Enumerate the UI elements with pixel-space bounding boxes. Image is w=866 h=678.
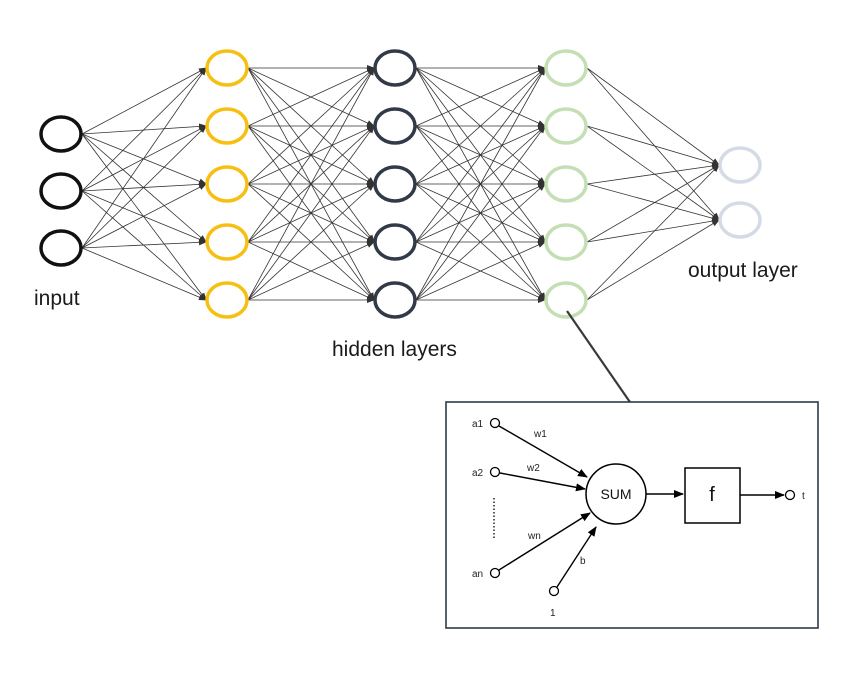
node-output-1 (718, 146, 762, 184)
edge-hidden-2-3-to-hidden-3-0 (415, 67, 546, 243)
node-hidden-1-3 (205, 165, 249, 203)
network-nodes (39, 49, 762, 319)
node-hidden-3-5 (544, 281, 588, 319)
edge-hidden-2-4-to-hidden-3-2 (415, 183, 546, 301)
edge-hidden-2-1-to-hidden-3-0 (415, 67, 546, 127)
edge-input-2-to-hidden-1-2 (81, 183, 207, 249)
edge-hidden-3-2-to-output-0 (586, 163, 720, 185)
node-hidden-2-5 (373, 281, 417, 319)
node-input-1 (39, 115, 83, 153)
output-label: t (802, 491, 805, 502)
node-hidden-1-4 (205, 223, 249, 261)
edge-hidden-1-4-to-hidden-2-1 (247, 125, 375, 301)
node-hidden-3-2 (544, 107, 588, 145)
connection-edges (81, 65, 720, 303)
edge-hidden-3-0-to-output-1 (586, 67, 720, 221)
input-label-a2: a2 (472, 468, 484, 479)
sum-label: SUM (600, 486, 631, 502)
edge-input-0-to-hidden-1-0 (81, 67, 207, 135)
weight-label-wn: wn (527, 531, 541, 542)
activation-label: f (709, 484, 715, 506)
hidden-layers-label: hidden layers (332, 338, 457, 361)
edge-hidden-1-4-to-hidden-2-3 (247, 241, 375, 301)
node-output-2 (718, 201, 762, 239)
edge-input-2-to-hidden-1-0 (81, 67, 207, 249)
node-hidden-2-3 (373, 165, 417, 203)
edge-hidden-3-2-to-output-1 (586, 183, 720, 222)
neuron-detail-panel: a1 a2 an 1 w1 w2 wn b SUM f t (445, 401, 819, 629)
edge-input-0-to-hidden-1-3 (81, 133, 207, 243)
weight-arrow-w2 (499, 472, 586, 492)
edge-hidden-2-4-to-hidden-3-1 (415, 125, 546, 301)
edge-hidden-3-3-to-output-0 (586, 164, 720, 243)
edge-hidden-1-1-to-hidden-2-0 (247, 67, 375, 127)
edge-input-1-to-hidden-1-3 (81, 190, 207, 243)
edge-hidden-1-4-to-hidden-2-0 (247, 67, 375, 301)
node-hidden-1-2 (205, 107, 249, 145)
node-hidden-3-3 (544, 165, 588, 203)
output-layer-label: output layer (688, 259, 798, 282)
input-terminal-a1 (489, 417, 501, 429)
node-hidden-1-5 (205, 281, 249, 319)
edge-hidden-3-4-to-output-0 (586, 164, 720, 301)
input-terminal-an (489, 567, 501, 579)
edge-input-2-to-hidden-1-1 (81, 125, 207, 249)
weight-arrow-w1 (498, 425, 588, 478)
edge-hidden-3-4-to-output-1 (586, 219, 720, 301)
output-terminal (784, 489, 796, 501)
edge-input-1-to-hidden-1-4 (81, 190, 207, 301)
input-label-an: an (472, 569, 483, 580)
node-hidden-2-4 (373, 223, 417, 261)
node-input-3 (39, 229, 83, 267)
edge-hidden-2-2-to-hidden-3-0 (415, 67, 546, 185)
node-hidden-2-1 (373, 49, 417, 87)
edge-input-1-to-hidden-1-0 (81, 67, 207, 192)
edge-hidden-1-3-to-hidden-2-0 (247, 67, 375, 243)
edge-hidden-3-1-to-output-0 (586, 125, 720, 166)
edge-hidden-3-0-to-output-0 (586, 67, 720, 166)
edge-hidden-1-4-to-hidden-2-2 (247, 183, 375, 301)
activation-box (684, 467, 741, 524)
input-label-a1: a1 (472, 419, 484, 430)
edge-hidden-2-4-to-hidden-3-3 (415, 241, 546, 301)
weight-arrow-wn (498, 512, 591, 571)
edge-input-0-to-hidden-1-4 (81, 133, 207, 301)
weight-label-w1: w1 (533, 429, 547, 440)
edge-hidden-3-1-to-output-1 (586, 125, 720, 221)
edge-input-2-to-hidden-1-4 (81, 247, 207, 301)
input-layer-label: input (34, 287, 80, 310)
bias-terminal (548, 585, 560, 597)
weight-label-w2: w2 (526, 463, 540, 474)
bias-arrow (556, 526, 597, 588)
input-terminal-a2 (489, 466, 501, 478)
node-hidden-2-2 (373, 107, 417, 145)
node-hidden-1-1 (205, 49, 249, 87)
edge-input-2-to-hidden-1-3 (81, 239, 207, 249)
bias-weight-label: b (580, 556, 586, 567)
bias-input-label: 1 (550, 608, 556, 619)
node-hidden-3-1 (544, 49, 588, 87)
edge-hidden-3-3-to-output-1 (586, 218, 720, 243)
edge-hidden-2-4-to-hidden-3-0 (415, 67, 546, 301)
edge-hidden-1-2-to-hidden-2-0 (247, 67, 375, 185)
edge-input-0-to-hidden-1-2 (81, 133, 207, 185)
node-input-2 (39, 172, 83, 210)
node-hidden-3-4 (544, 223, 588, 261)
